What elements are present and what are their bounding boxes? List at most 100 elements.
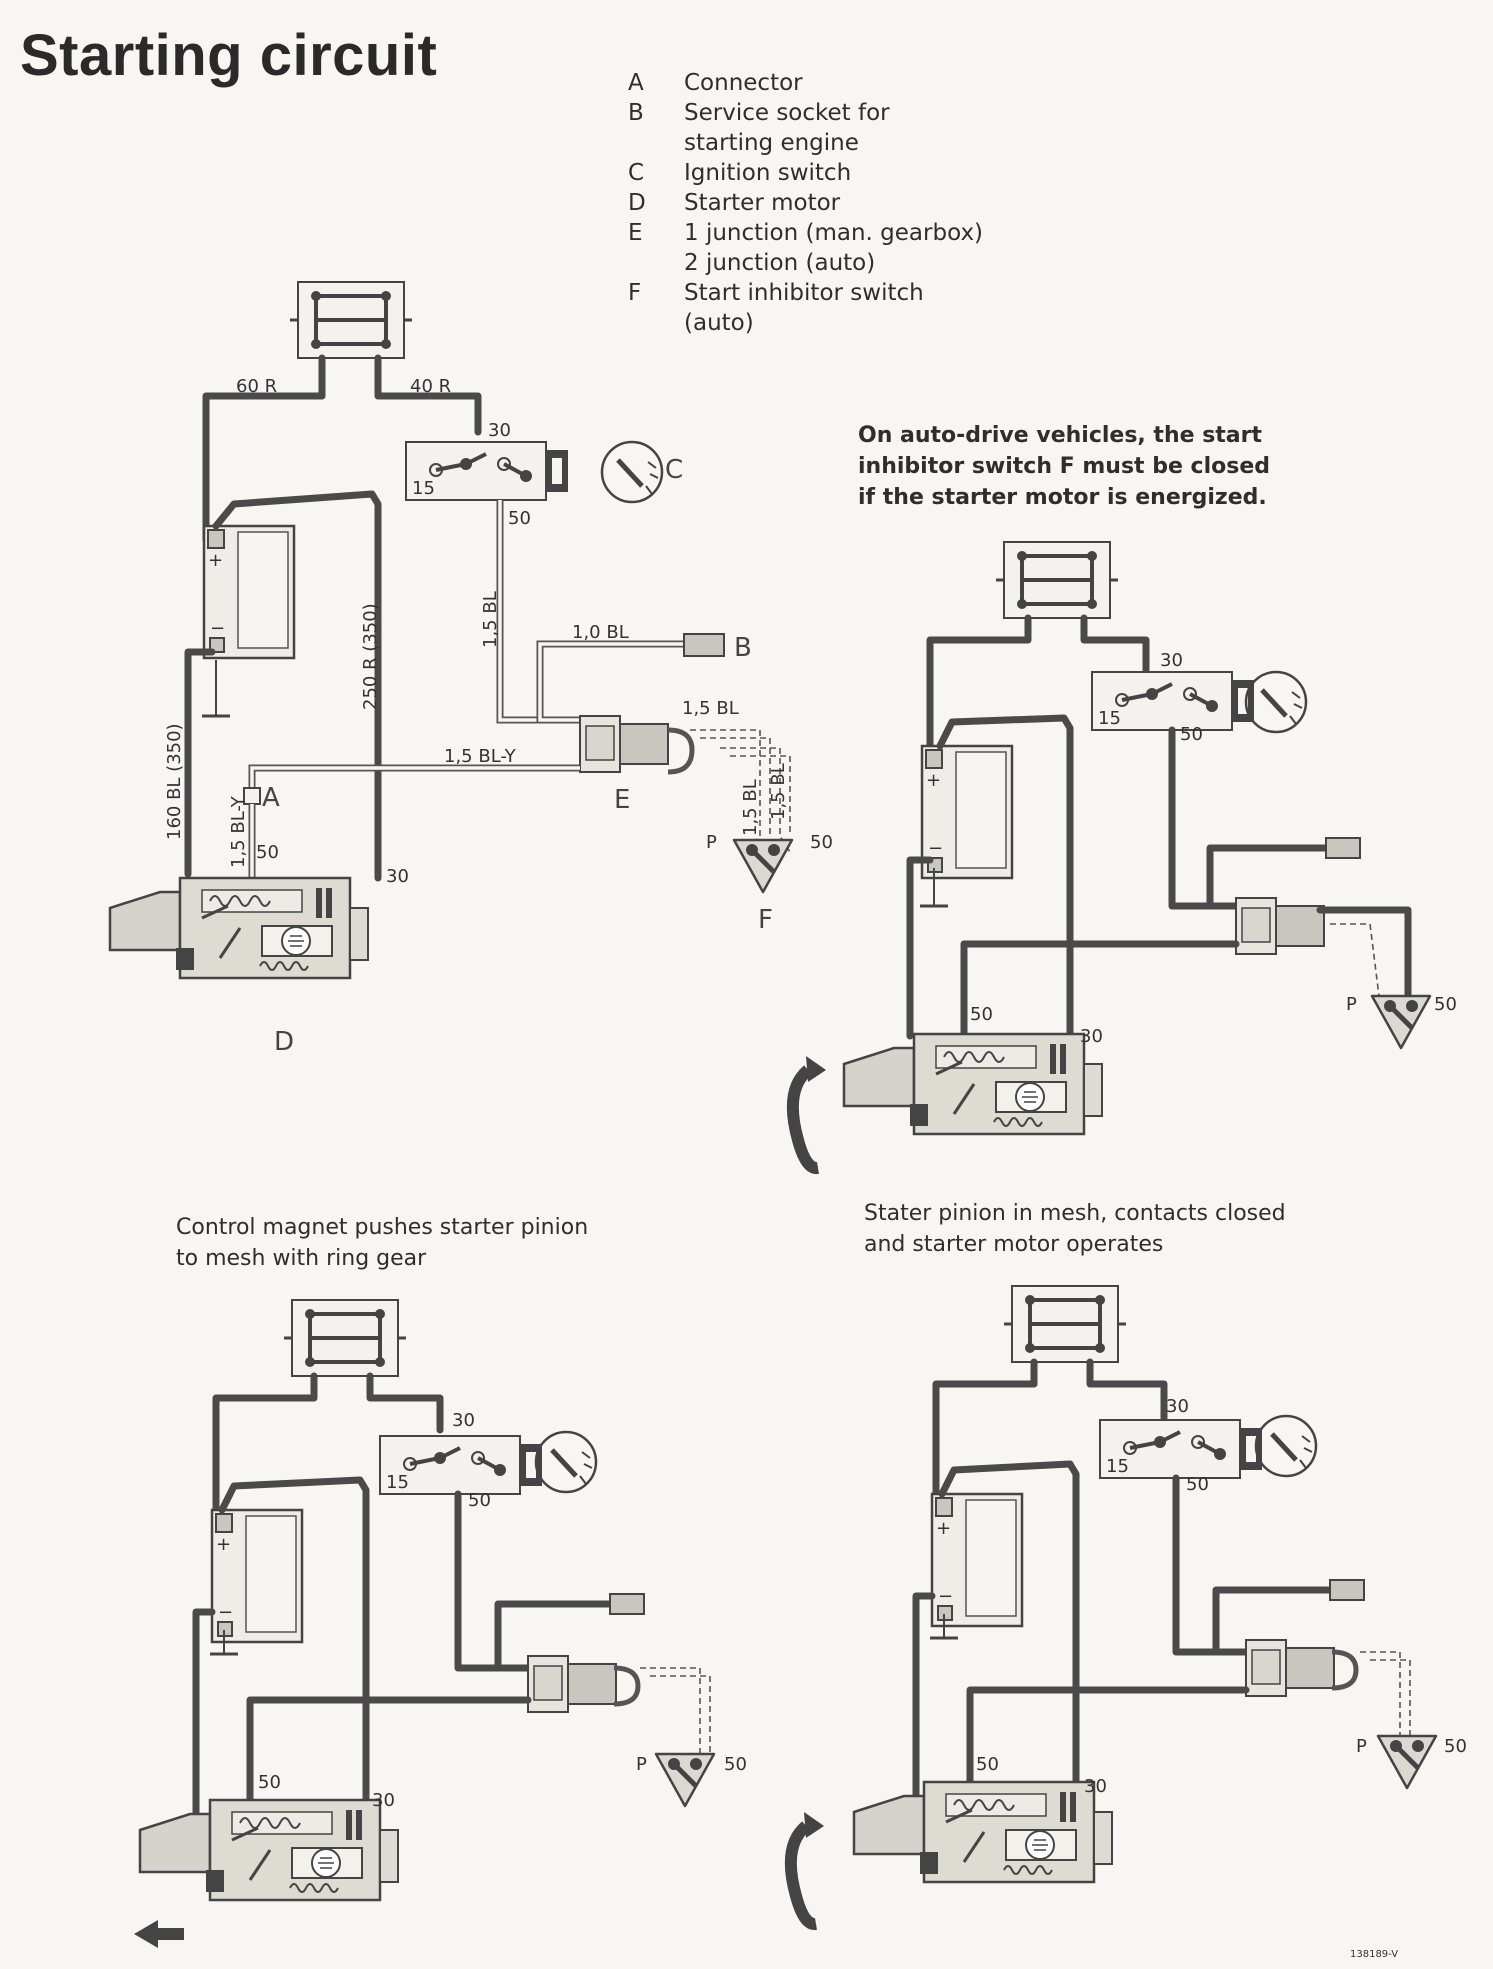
ignition-key-icon (1256, 1416, 1316, 1476)
label-15bl-f2: 1,5 BL (768, 763, 789, 820)
label-50-starter: 50 (258, 1772, 281, 1793)
label-50-starter: 50 (256, 842, 279, 863)
label-30: 30 (1166, 1396, 1189, 1417)
label-50-f: 50 (810, 832, 833, 853)
rotation-arrow-head-icon (806, 1056, 826, 1082)
connector-block (1002, 1284, 1128, 1364)
label-160bl: 160 BL (350) (164, 723, 185, 840)
label-15bl-e: 1,5 BL (682, 698, 739, 719)
wire-f2 (720, 747, 791, 853)
starter-motor (842, 1032, 1104, 1136)
legend-key: A (628, 70, 644, 96)
battery (920, 744, 1014, 880)
label-50: 50 (468, 1490, 491, 1511)
wire-10bl (536, 640, 684, 724)
ignition-key-icon (602, 442, 662, 502)
service-socket (683, 633, 725, 657)
legend-key: D (628, 190, 646, 216)
connector-block (282, 1298, 408, 1378)
auto-drive-diagram: 30 50 50 30 P 50 (786, 540, 1457, 1175)
note-auto-drive: On auto-drive vehicles, the start inhibi… (858, 423, 1271, 510)
connector-block (288, 280, 414, 360)
rotation-arrow-icon (784, 1821, 817, 1931)
legend-item-b: B Service socket for starting engine (628, 98, 984, 158)
wire-40r (374, 354, 482, 436)
rotation-arrow-icon (786, 1065, 819, 1175)
note-control-magnet: Control magnet pushes starter pinion to … (176, 1215, 589, 1271)
label-c: C (665, 455, 683, 485)
battery (210, 1508, 304, 1644)
label-15bl: 1,5 BL (480, 591, 501, 648)
label-30: 30 (452, 1410, 475, 1431)
legend-key: C (628, 160, 645, 186)
label-50-f: 50 (1444, 1736, 1467, 1757)
label-p: P (706, 832, 717, 853)
component-legend: A Connector B Service socket for startin… (628, 68, 984, 338)
ignition-switch (404, 440, 570, 502)
label-p: P (1346, 994, 1357, 1015)
legend-item-a: A Connector (628, 68, 984, 98)
wire-60r (202, 354, 326, 544)
label-50-f: 50 (724, 1754, 747, 1775)
label-30-starter: 30 (1080, 1026, 1103, 1047)
junction-e (527, 1655, 617, 1713)
legend-key: F (628, 280, 642, 306)
ignition-switch (1098, 1418, 1264, 1480)
ignition-key-icon (1246, 672, 1306, 732)
label-30: 30 (488, 420, 511, 441)
legend-item-c: C Ignition switch (628, 158, 984, 188)
label-30-starter: 30 (1084, 1776, 1107, 1797)
main-diagram: 60 R 40 R 30 50 250 R (350) 160 BL (350)… (108, 280, 833, 1057)
label-50-f: 50 (1434, 994, 1457, 1015)
label-50-starter: 50 (970, 1004, 993, 1025)
legend-text: Ignition switch (684, 160, 852, 186)
note-pinion-in-mesh: Stater pinion in mesh, contacts closed a… (864, 1201, 1286, 1257)
legend-item-d: D Starter motor (628, 188, 984, 218)
label-15bl-f1: 1,5 BL (740, 779, 761, 836)
label-10bl: 1,0 BL (572, 622, 629, 643)
label-15bly: 1,5 BL-Y (444, 746, 517, 767)
ignition-switch (378, 1434, 544, 1496)
label-a: A (262, 783, 280, 813)
label-50: 50 (1186, 1474, 1209, 1495)
label-60r: 60 R (236, 376, 277, 397)
starter-operating-diagram: 30 50 50 30 P 50 (784, 1284, 1467, 1931)
wire-250r (212, 490, 382, 882)
start-inhibitor-switch (734, 840, 792, 892)
junction-e (1245, 1639, 1335, 1697)
label-50: 50 (1180, 724, 1203, 745)
battery (202, 524, 296, 660)
starter-motor (852, 1780, 1114, 1884)
label-b: B (734, 633, 752, 663)
pinion-arrow-icon (134, 1920, 158, 1948)
ignition-key-icon (536, 1432, 596, 1492)
legend-item-f: F Start inhibitor switch (auto) (628, 278, 984, 338)
label-15bly-a: 1,5 BL-Y (228, 795, 249, 868)
label-30: 30 (1160, 650, 1183, 671)
wire-160bl (184, 648, 216, 878)
figure-code: 138189-V (1350, 1949, 1399, 1960)
start-inhibitor-switch (1372, 996, 1430, 1048)
ignition-switch (1090, 670, 1256, 732)
label-e: E (614, 785, 630, 815)
starter-motor (108, 876, 370, 980)
legend-text: Starter motor (684, 190, 841, 216)
starter-motor (138, 1798, 400, 1902)
page-title: Starting circuit (20, 23, 438, 88)
legend-text: Start inhibitor switch (auto) (684, 280, 924, 336)
start-inhibitor-switch (656, 1754, 714, 1806)
start-inhibitor-switch (1378, 1736, 1436, 1788)
legend-text: Service socket for starting engine (684, 100, 890, 156)
label-250r: 250 R (350) (360, 603, 381, 710)
rotation-arrow-head-icon (804, 1812, 824, 1838)
label-d: D (274, 1027, 294, 1057)
label-p: P (1356, 1736, 1367, 1757)
wire-15bly (248, 764, 580, 794)
label-p: P (636, 1754, 647, 1775)
label-50-starter: 50 (976, 1754, 999, 1775)
battery (930, 1492, 1024, 1628)
legend-key: E (628, 220, 643, 246)
wire-f1 (690, 729, 761, 853)
label-f: F (758, 905, 773, 935)
